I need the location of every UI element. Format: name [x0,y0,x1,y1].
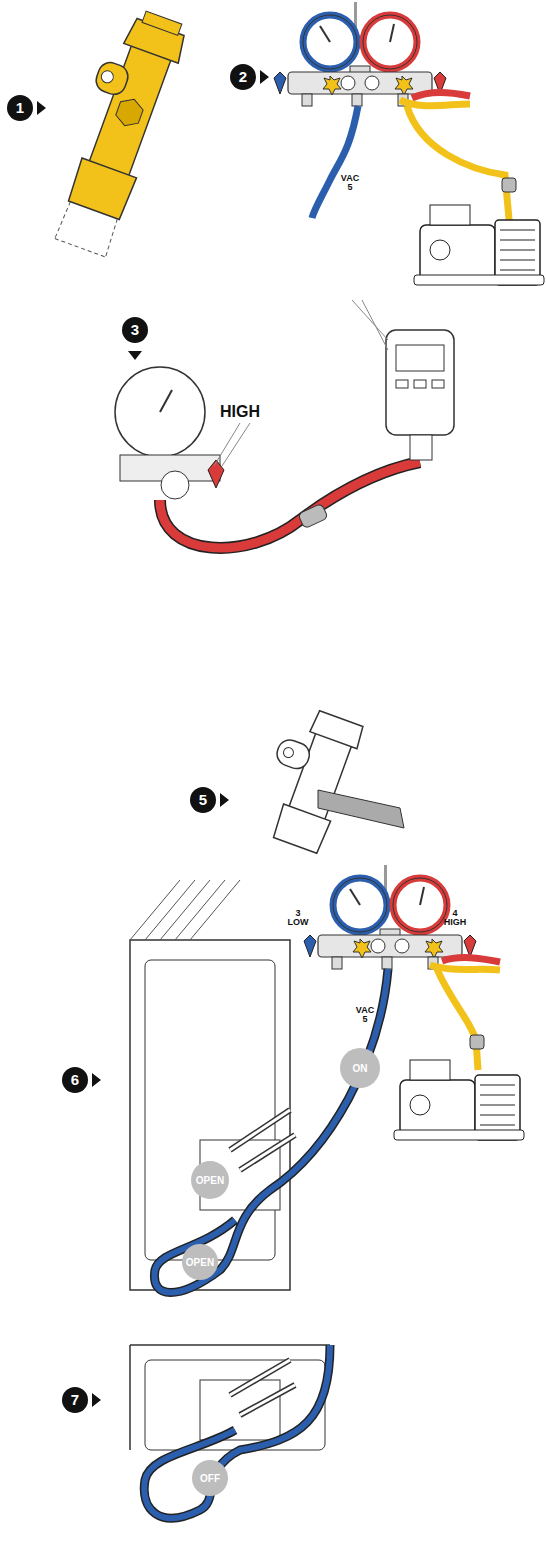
callout-number: 1 [7,95,33,121]
state-badge: ON [340,1048,380,1088]
valve-label: VAC 5 [353,1006,377,1025]
callout-number: 3 [122,317,148,343]
callout-number: 6 [62,1067,88,1093]
state-badge: OPEN [182,1244,218,1280]
valve-label: VAC 5 [338,174,362,193]
valve-label: 3 LOW [286,909,310,928]
state-text: OPEN [186,1257,214,1268]
valve-label: HIGH [220,403,260,421]
callout-number: 5 [190,787,216,813]
state-badge: OPEN [191,1161,229,1199]
state-text: OFF [200,1473,220,1484]
state-text: OPEN [196,1175,224,1186]
state-text: ON [353,1063,368,1074]
state-badge: OFF [192,1460,228,1496]
callout-number: 2 [230,64,256,90]
valve-label: 4 HIGH [441,909,469,928]
callout-number: 7 [62,1387,88,1413]
